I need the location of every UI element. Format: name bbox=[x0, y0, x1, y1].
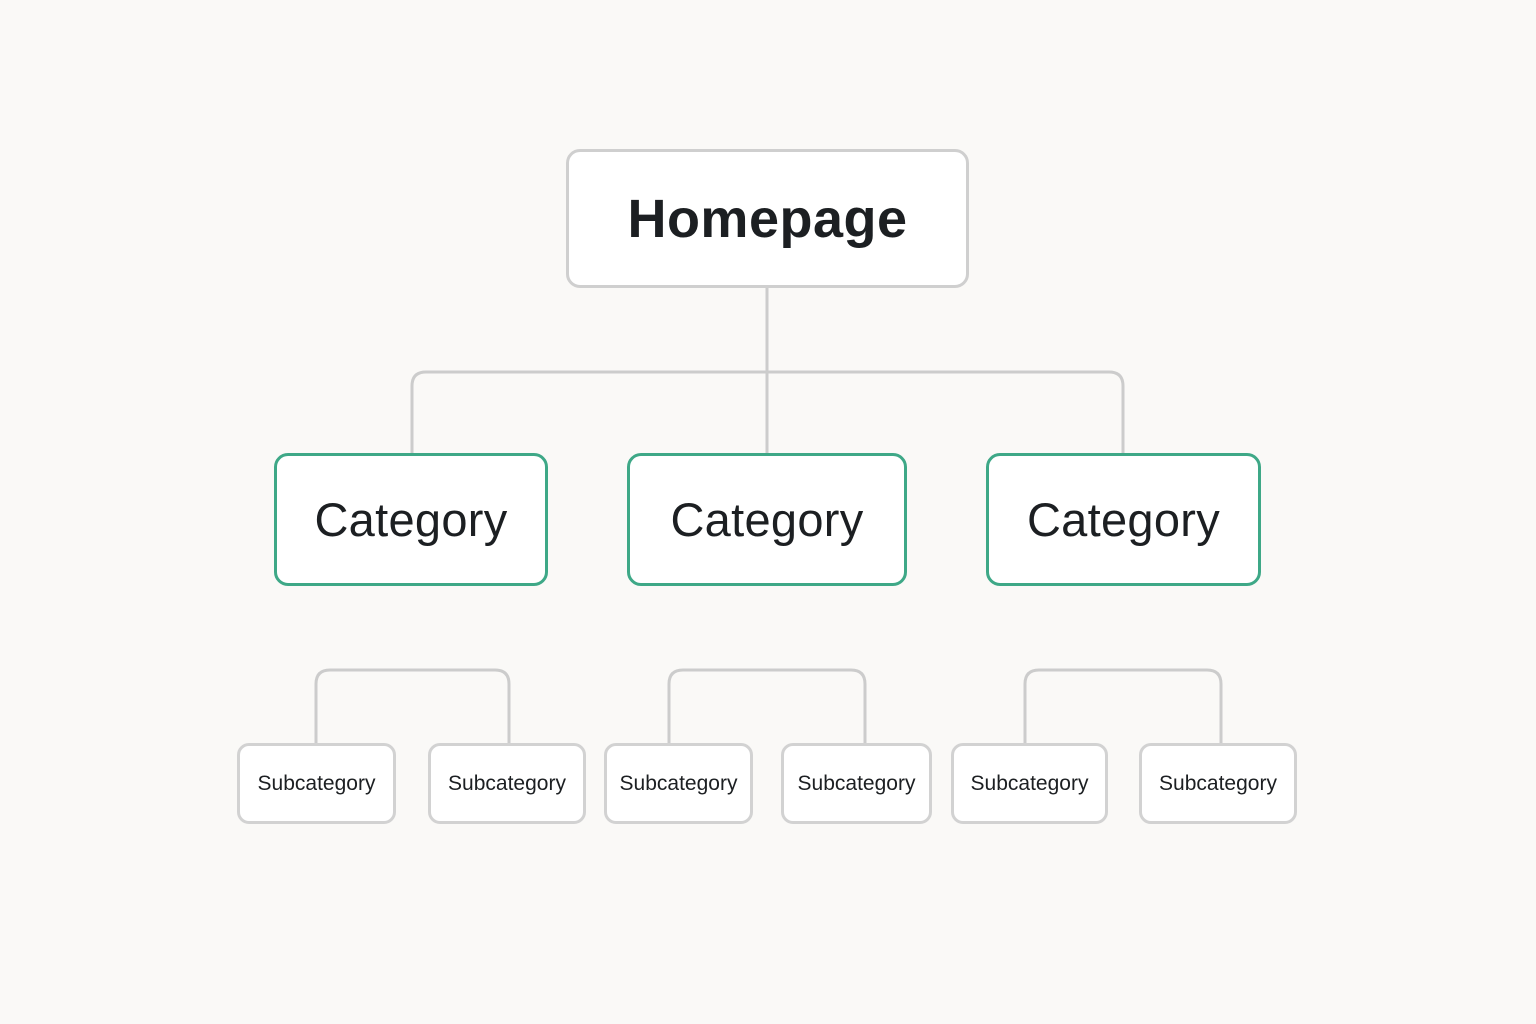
connector-cat-2-bracket bbox=[667, 668, 867, 743]
connector-cat-3-bracket bbox=[1023, 668, 1223, 743]
node-homepage: Homepage bbox=[566, 149, 969, 288]
node-subcategory-3-2: Subcategory bbox=[1139, 743, 1297, 824]
connector-cat-1-bracket bbox=[314, 668, 511, 743]
node-subcategory-2-1: Subcategory bbox=[604, 743, 753, 824]
node-subcategory-2-2: Subcategory bbox=[781, 743, 932, 824]
node-category-2: Category bbox=[627, 453, 907, 586]
node-category-3: Category bbox=[986, 453, 1261, 586]
node-subcategory-1-1: Subcategory bbox=[237, 743, 396, 824]
connector-root-bus bbox=[410, 370, 1125, 453]
node-subcategory-1-2: Subcategory bbox=[428, 743, 586, 824]
node-subcategory-3-1: Subcategory bbox=[951, 743, 1108, 824]
node-category-1: Category bbox=[274, 453, 548, 586]
